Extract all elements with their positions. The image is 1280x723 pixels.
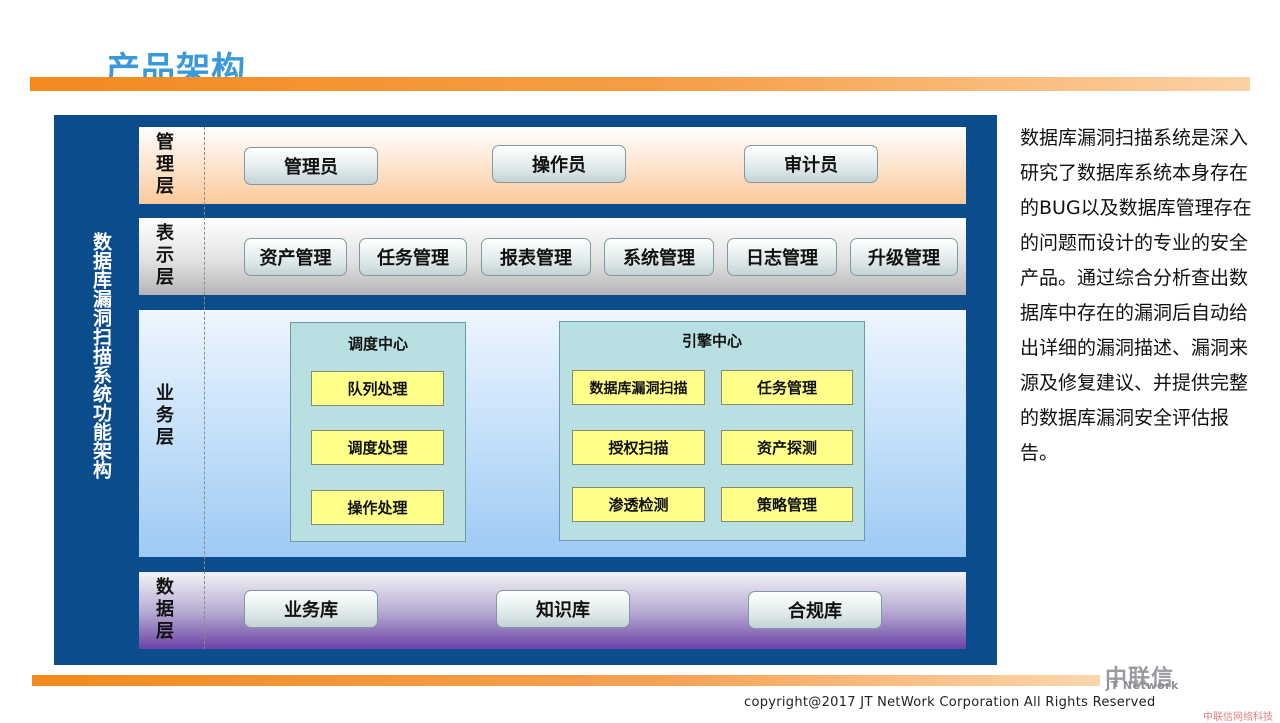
engine-policy-management: 策略管理 bbox=[721, 487, 853, 522]
engine-asset-discovery: 资产探测 bbox=[721, 430, 853, 465]
business-layer-label: 业 务 层 bbox=[156, 383, 174, 448]
management-layer-label: 管 理 层 bbox=[156, 132, 174, 197]
header-accent-bar bbox=[30, 77, 1250, 91]
db-knowledge: 知识库 bbox=[496, 590, 630, 628]
module-system-management: 系统管理 bbox=[604, 238, 714, 276]
module-asset-management: 资产管理 bbox=[244, 238, 347, 276]
scheduling-queue-processing: 队列处理 bbox=[311, 371, 444, 406]
watermark-text: 中联信网络科技 bbox=[1203, 712, 1273, 723]
role-auditor: 审计员 bbox=[744, 145, 878, 183]
scheduling-dispatch-processing: 调度处理 bbox=[311, 430, 444, 465]
data-layer-label: 数 据 层 bbox=[156, 577, 174, 642]
copyright-text: copyright@2017 JT NetWork Corporation Al… bbox=[744, 695, 1156, 710]
module-log-management: 日志管理 bbox=[727, 238, 837, 276]
company-logo-en: JT Network bbox=[1106, 679, 1179, 692]
module-upgrade-management: 升级管理 bbox=[850, 238, 958, 276]
engine-penetration-test: 渗透检测 bbox=[572, 487, 705, 522]
diagram-side-title: 数据库漏洞扫描系统功能架构 bbox=[90, 232, 112, 479]
layer-label-divider bbox=[204, 127, 205, 649]
engine-authorized-scan: 授权扫描 bbox=[572, 430, 705, 465]
presentation-layer-label: 表 示 层 bbox=[156, 223, 174, 288]
product-description: 数据库漏洞扫描系统是深入研究了数据库系统本身存在的BUG以及数据库管理存在的问题… bbox=[1020, 127, 1252, 464]
engine-task-management: 任务管理 bbox=[721, 370, 853, 405]
company-logo-cn: 中联信 bbox=[1105, 666, 1175, 691]
db-business: 业务库 bbox=[244, 590, 378, 628]
engine-center-title: 引擎中心 bbox=[681, 332, 742, 350]
scheduling-operation-processing: 操作处理 bbox=[311, 490, 444, 525]
role-admin: 管理员 bbox=[244, 147, 378, 185]
role-operator: 操作员 bbox=[492, 145, 626, 183]
scheduling-center-title: 调度中心 bbox=[347, 335, 408, 353]
module-report-management: 报表管理 bbox=[481, 238, 591, 276]
module-task-management: 任务管理 bbox=[359, 238, 467, 276]
db-compliance: 合规库 bbox=[748, 591, 882, 629]
engine-vuln-scan: 数据库漏洞扫描 bbox=[572, 370, 705, 405]
footer-accent-bar bbox=[32, 675, 1100, 686]
